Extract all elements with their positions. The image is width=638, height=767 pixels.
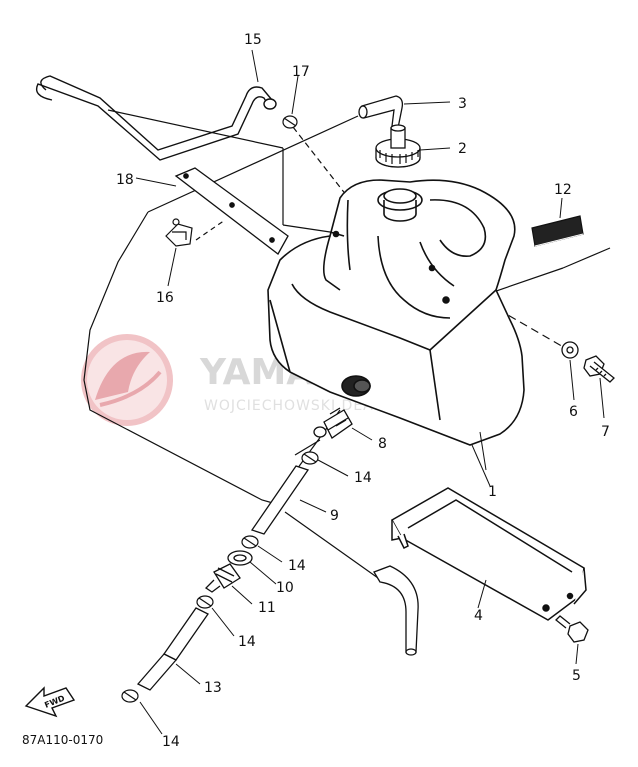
hose-clamp-mid [241, 535, 259, 549]
label-2: 2 [458, 141, 467, 157]
hose-clamp-low [196, 595, 214, 609]
label-6: 6 [569, 404, 578, 420]
label-4: 4 [474, 608, 483, 624]
label-17: 17 [292, 64, 310, 80]
lower-hose [136, 607, 209, 691]
fuel-cock [313, 407, 353, 439]
label-13: 13 [204, 680, 222, 696]
label-14-c: 14 [238, 634, 256, 650]
fuel-tank [267, 179, 525, 446]
label-10: 10 [276, 580, 294, 596]
overflow-hose [373, 565, 419, 656]
watermark-logo [81, 334, 173, 426]
fuel-filter [204, 563, 241, 593]
tank-bracket [390, 487, 587, 621]
label-14-b: 14 [288, 558, 306, 574]
vent-pipe [358, 95, 404, 129]
label-1: 1 [488, 484, 497, 500]
bolt-5 [555, 615, 589, 643]
label-7: 7 [601, 424, 610, 440]
label-5: 5 [572, 668, 581, 684]
part-labels: 15 17 3 2 12 18 16 6 7 8 14 1 9 14 10 11… [116, 32, 610, 750]
fwd-arrow-icon: FWD [24, 686, 76, 718]
label-18: 18 [116, 172, 134, 188]
label-8: 8 [378, 436, 387, 452]
breather-hose [35, 75, 277, 161]
label-15: 15 [244, 32, 262, 48]
label-leaders [135, 49, 605, 735]
bracket-plate [174, 167, 289, 255]
label-12: 12 [554, 182, 572, 198]
bolt-7 [583, 355, 615, 383]
label-14-a: 14 [354, 470, 372, 486]
clip [165, 218, 193, 247]
drawing-code: 87A110-0170 [22, 733, 103, 747]
fuel-hose [250, 465, 310, 535]
hose-clamp-bottom [121, 689, 139, 703]
label-9: 9 [330, 508, 339, 524]
pad [531, 215, 584, 247]
label-14-d: 14 [162, 734, 180, 750]
fuel-cap [375, 124, 421, 168]
label-3: 3 [458, 96, 467, 112]
small-clamp [282, 115, 298, 129]
gasket [227, 550, 253, 566]
label-11: 11 [258, 600, 276, 616]
washer [561, 341, 579, 359]
hose-clamp-upper [301, 451, 319, 465]
label-16: 16 [156, 290, 174, 306]
